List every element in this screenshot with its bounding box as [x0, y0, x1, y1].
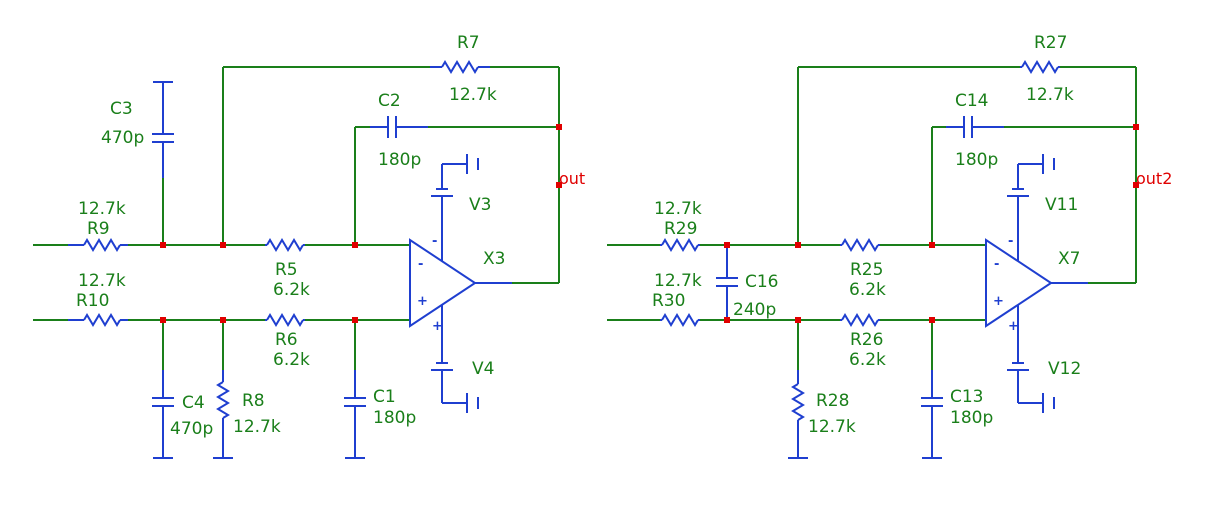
- opamp-x3: [409, 205, 512, 360]
- label-v4: V4: [472, 359, 494, 379]
- label-r7-name: R7: [457, 33, 480, 53]
- label-x3: X3: [483, 249, 505, 269]
- label-r10-value: 12.7k: [78, 271, 126, 291]
- label-r29-value: 12.7k: [654, 199, 702, 219]
- opamp-x3-plus-sign: +: [417, 294, 428, 309]
- label-r10-name: R10: [76, 291, 109, 311]
- resistor-r29: [660, 238, 700, 252]
- circuit-left: - + - +: [33, 33, 585, 459]
- label-c2-value: 180p: [378, 150, 421, 170]
- label-c3-name: C3: [110, 99, 133, 119]
- opamp-x3-vminus-sign: -: [432, 234, 437, 249]
- label-c4-value: 470p: [170, 419, 213, 439]
- label-r6-name: R6: [275, 330, 298, 350]
- opamp-x7-vplus-sign: +: [1008, 319, 1019, 334]
- label-r8-name: R8: [242, 391, 265, 411]
- label-r26-value: 6.2k: [849, 350, 886, 370]
- label-r5-name: R5: [275, 260, 298, 280]
- capacitor-c1: [344, 370, 366, 459]
- label-c14-name: C14: [955, 91, 989, 111]
- opamp-x3-vplus-sign: +: [432, 319, 443, 334]
- label-r30-value: 12.7k: [654, 271, 702, 291]
- resistor-r6: [265, 313, 305, 327]
- supply-v3: [431, 154, 479, 205]
- nodes-right: [724, 124, 1139, 323]
- supply-v11: [1007, 154, 1055, 205]
- label-c16-name: C16: [745, 272, 779, 292]
- supply-v12: [1007, 360, 1055, 413]
- net-label-out: out: [559, 169, 585, 188]
- label-c1-value: 180p: [373, 408, 416, 428]
- label-c14-value: 180p: [955, 150, 998, 170]
- resistor-r25: [840, 238, 880, 252]
- resistor-r5: [265, 238, 305, 252]
- nodes-left: [160, 124, 562, 323]
- capacitor-c3: [152, 81, 174, 178]
- resistor-r27: [1020, 60, 1060, 74]
- opamp-x7-minus-sign: -: [994, 257, 999, 272]
- label-x7: X7: [1058, 249, 1080, 269]
- label-r8-value: 12.7k: [233, 417, 281, 437]
- label-c3-value: 470p: [101, 128, 144, 148]
- resistor-r10: [68, 313, 128, 327]
- opamp-x7-vminus-sign: -: [1008, 234, 1013, 249]
- label-c2-name: C2: [378, 91, 401, 111]
- resistor-r28: [788, 370, 808, 459]
- label-v12: V12: [1048, 359, 1081, 379]
- capacitor-c4: [152, 370, 174, 459]
- label-r5-value: 6.2k: [273, 280, 310, 300]
- capacitor-c2: [370, 116, 428, 138]
- resistor-r26: [840, 313, 880, 327]
- resistor-r7: [430, 60, 490, 74]
- capacitor-c16: [716, 245, 738, 320]
- label-c13-name: C13: [950, 387, 984, 407]
- label-r27-value: 12.7k: [1026, 85, 1074, 105]
- net-label-out2: out2: [1136, 169, 1172, 188]
- label-c4-name: C4: [182, 393, 205, 413]
- resistor-r8: [213, 370, 233, 459]
- supply-v4: [431, 360, 479, 413]
- resistor-r30: [660, 313, 700, 327]
- capacitor-c14: [946, 116, 1004, 138]
- label-v11: V11: [1045, 195, 1078, 215]
- label-r6-value: 6.2k: [273, 350, 310, 370]
- label-r9-name: R9: [87, 219, 110, 239]
- label-c16-value: 240p: [733, 300, 776, 320]
- opamp-x7-plus-sign: +: [993, 294, 1004, 309]
- label-r25-value: 6.2k: [849, 280, 886, 300]
- circuit-right: - + - +: [607, 33, 1172, 459]
- resistor-r9: [68, 238, 128, 252]
- wires-right: [607, 66, 1137, 370]
- label-r26-name: R26: [850, 330, 883, 350]
- label-r7-value: 12.7k: [449, 85, 497, 105]
- label-c1-name: C1: [373, 387, 396, 407]
- capacitor-c13: [921, 370, 943, 459]
- opamp-x3-minus-sign: -: [418, 257, 423, 272]
- label-r28-value: 12.7k: [808, 417, 856, 437]
- label-c13-value: 180p: [950, 408, 993, 428]
- label-r29-name: R29: [664, 219, 697, 239]
- label-r27-name: R27: [1034, 33, 1067, 53]
- label-r30-name: R30: [652, 291, 685, 311]
- label-r25-name: R25: [850, 260, 883, 280]
- opamp-x7: [985, 205, 1088, 360]
- label-v3: V3: [469, 195, 491, 215]
- label-r28-name: R28: [816, 391, 849, 411]
- label-r9-value: 12.7k: [78, 199, 126, 219]
